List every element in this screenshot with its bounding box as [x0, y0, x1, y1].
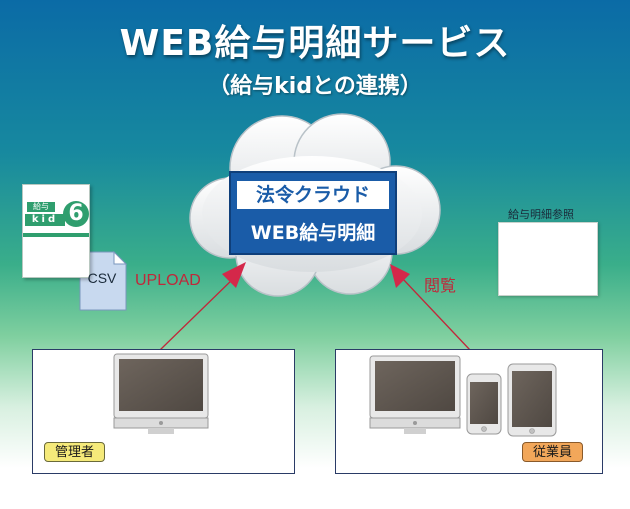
upload-arrow: [159, 262, 246, 351]
page-subtitle: （給与kidとの連携）: [208, 74, 422, 99]
package-label-kid: kid: [25, 214, 65, 226]
view-label: 閲覧: [424, 276, 457, 295]
payslip-reference-title: 給与明細参照: [508, 208, 574, 221]
payslip-reference-sheet: [498, 222, 598, 296]
upload-label: UPLOAD: [135, 272, 201, 289]
cloud-brand-label: 法令クラウド: [237, 181, 389, 209]
admin-badge: 管理者: [44, 442, 106, 462]
package-label-top: 給与: [27, 202, 55, 212]
page-title: WEB給与明細サービス: [119, 23, 511, 64]
staff-monitor-icon: [369, 355, 461, 434]
tablet-icon: [507, 363, 557, 437]
cloud-service-label: WEB給与明細: [250, 222, 376, 244]
service-logo-box: 法令クラウド WEB給与明細: [229, 171, 397, 255]
admin-monitor-icon: [113, 353, 209, 434]
package-version: 6: [63, 201, 89, 227]
view-arrow: [390, 264, 471, 351]
csv-file-label: CSV: [87, 270, 117, 286]
kyuyo-kid-package: 給与 kid 6: [22, 184, 90, 278]
staff-badge: 従業員: [522, 442, 584, 462]
smartphone-icon: [466, 373, 502, 435]
csv-file-icon: [79, 250, 128, 311]
